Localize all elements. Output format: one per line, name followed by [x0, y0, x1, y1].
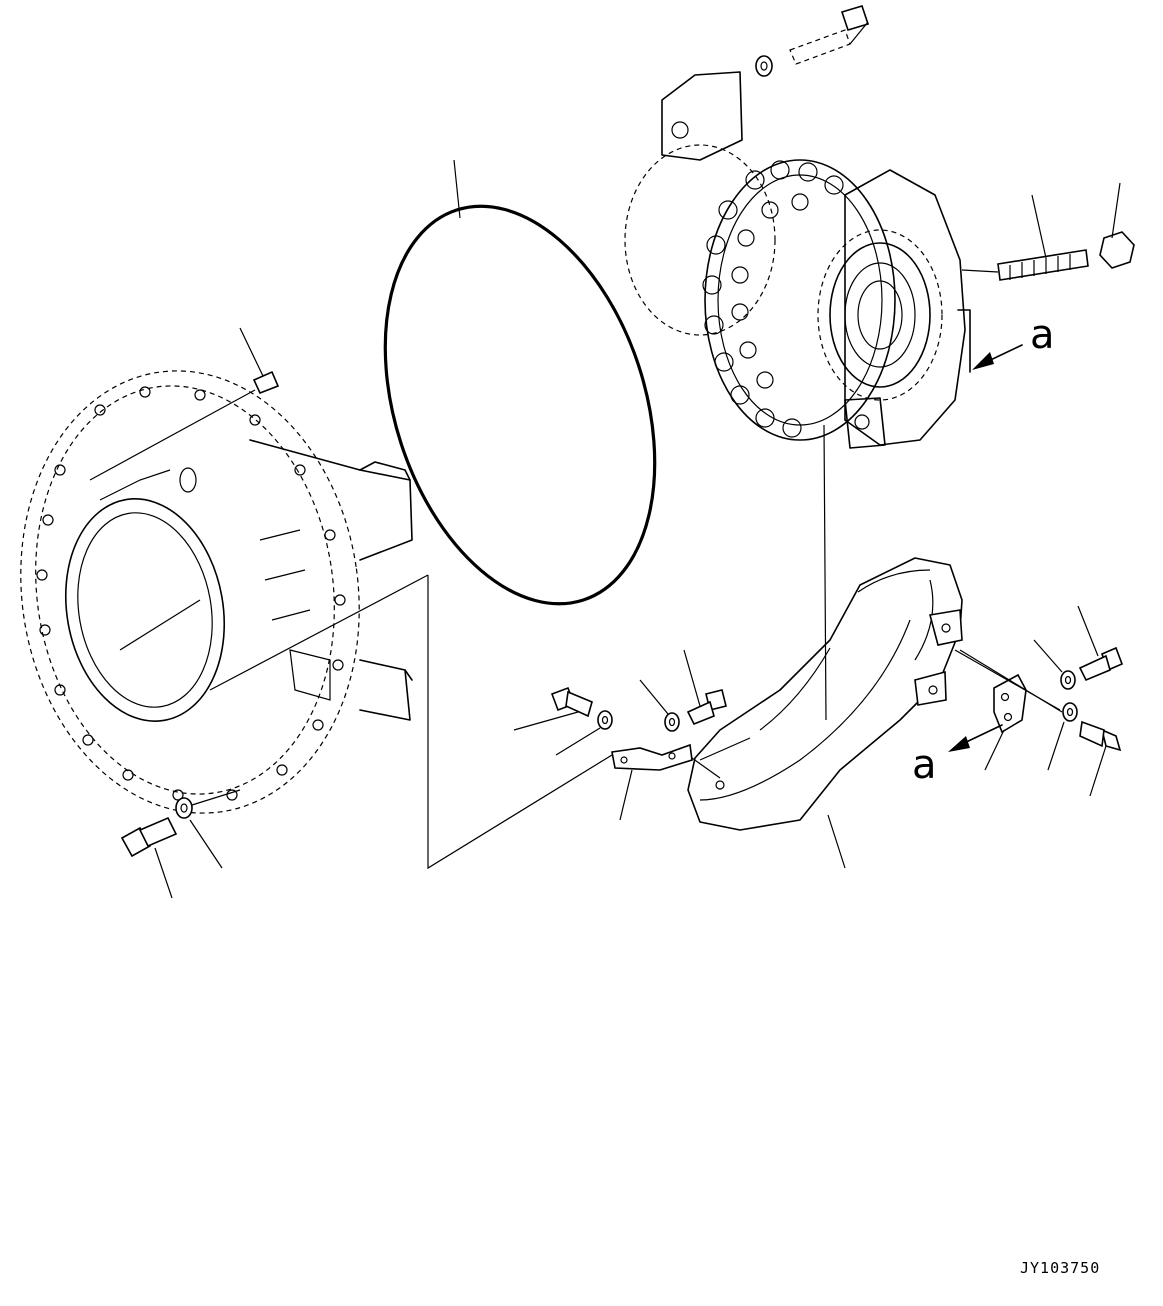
pin-leader-line: [89, 389, 256, 481]
guard-cover: [687, 557, 963, 869]
center-washer-left: [555, 710, 613, 756]
right-bolt-upper: [1077, 605, 1124, 682]
center-bolt-right: [683, 649, 727, 726]
stud-nut: [1099, 182, 1135, 269]
assembly-leader-line: [427, 575, 613, 870]
carrier-top-washer: [755, 55, 773, 77]
housing-washer: [175, 797, 223, 869]
center-bracket: [611, 743, 721, 821]
planetary-carrier-assembly: [624, 71, 966, 449]
view-arrow-a-top: a: [957, 309, 1055, 373]
flange-bolt-holes: [36, 386, 346, 801]
right-bolt-lower: [1079, 720, 1122, 797]
stud-bolt: [961, 194, 1089, 281]
carrier-top-bolt: [789, 5, 870, 65]
final-drive-housing: [20, 370, 413, 814]
view-arrow-a-lower: a: [912, 724, 1003, 788]
guard-leader-line: [823, 424, 827, 721]
center-washer-right: [639, 679, 680, 732]
right-washer-lower: [1047, 702, 1078, 771]
drawing-code: JY103750: [1020, 1259, 1100, 1277]
carrier-bolt-ring: [702, 160, 844, 438]
center-bolt-left: [513, 686, 593, 731]
right-bracket: [954, 649, 1061, 771]
o-ring-seal: [383, 159, 657, 606]
bolt-leader-line: [191, 789, 241, 806]
view-label-a-top: a: [1030, 312, 1055, 358]
housing-bolt: [120, 816, 178, 899]
dowel-pin: [239, 327, 280, 395]
right-washer-upper: [1033, 639, 1076, 690]
view-label-a-lower: a: [912, 742, 937, 788]
